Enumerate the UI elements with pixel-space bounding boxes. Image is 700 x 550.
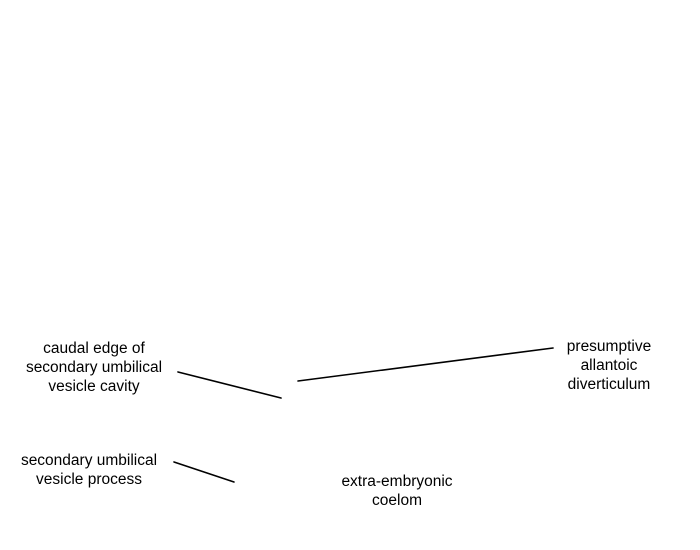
label-extra-embryonic-line-1: extra-embryonic: [341, 473, 453, 490]
label-caudal-edge-line-3: vesicle cavity: [48, 378, 140, 395]
label-caudal-edge: caudal edge of secondary umbilical vesic…: [6, 339, 182, 396]
label-caudal-edge-line-1: caudal edge of: [43, 340, 145, 357]
label-presumptive-allantoic: presumptive allantoic diverticulum: [548, 337, 670, 394]
label-extra-embryonic-line-2: coelom: [372, 492, 422, 509]
label-extra-embryonic: extra-embryonic coelom: [322, 472, 472, 510]
label-presumptive-allantoic-line-3: diverticulum: [567, 376, 651, 393]
leader-line-caudal-edge: [177, 371, 282, 399]
label-caudal-edge-line-2: secondary umbilical: [25, 359, 163, 376]
label-secondary-process-line-2: vesicle process: [36, 471, 142, 488]
label-presumptive-allantoic-line-2: allantoic: [580, 357, 638, 374]
label-presumptive-allantoic-line-1: presumptive: [566, 338, 652, 355]
leader-line-secondary-process: [173, 461, 235, 483]
leader-line-presumptive-allantoic: [297, 347, 554, 382]
label-secondary-process-line-1: secondary umbilical: [20, 452, 158, 469]
label-secondary-process: secondary umbilical vesicle process: [2, 451, 176, 489]
